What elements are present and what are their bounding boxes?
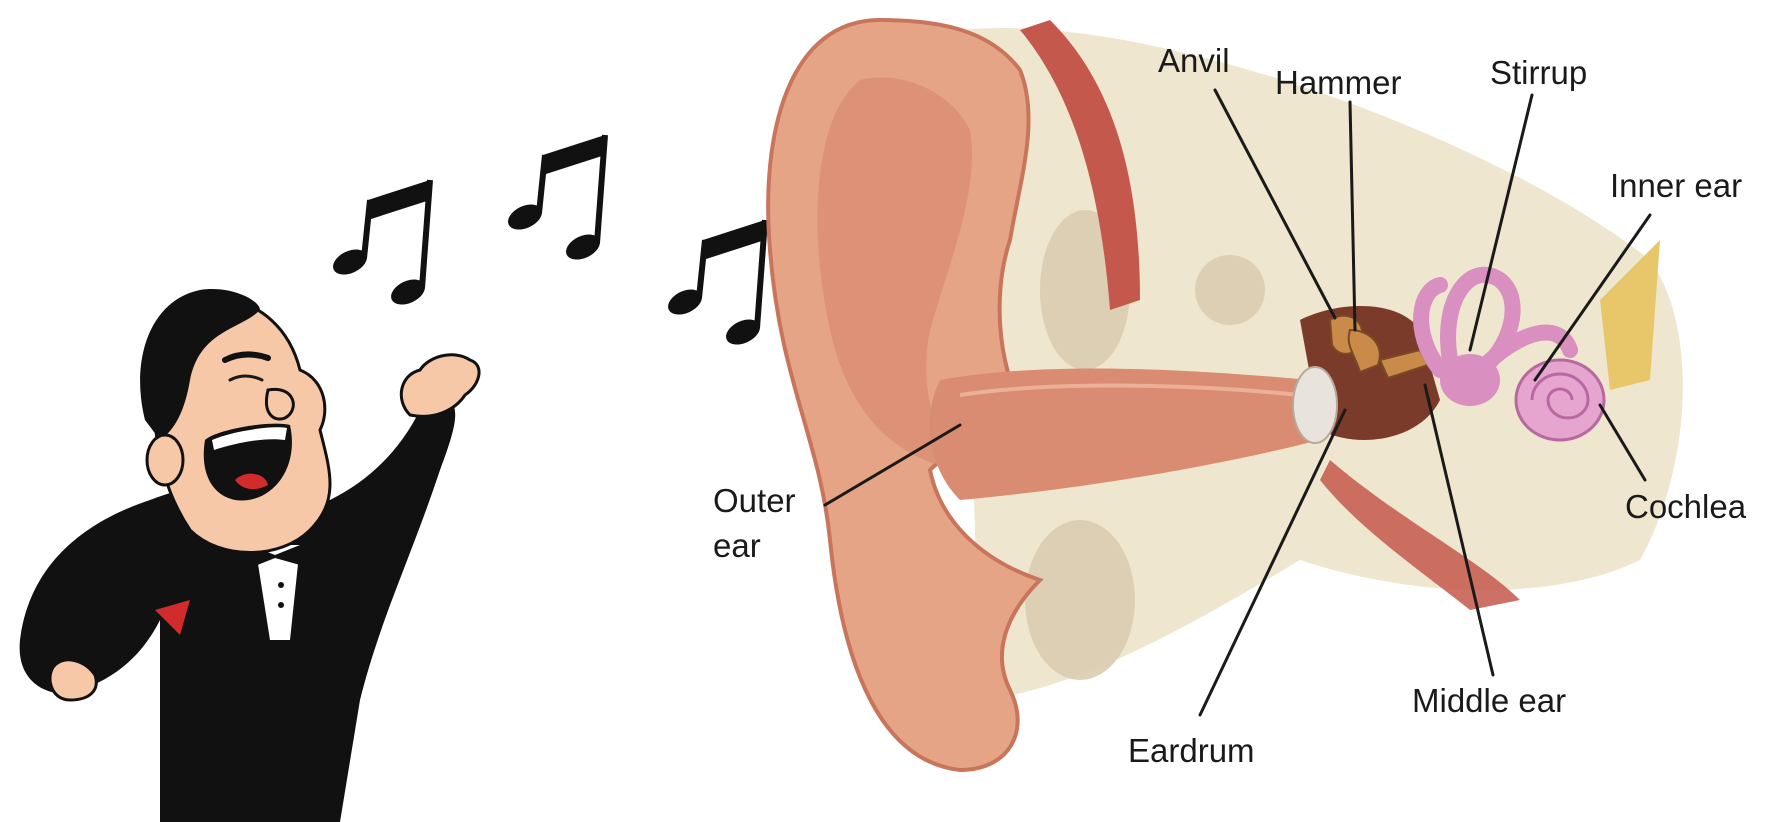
cochlea-structure <box>1516 360 1604 440</box>
label-eardrum: Eardrum <box>1128 732 1255 769</box>
label-cochlea: Cochlea <box>1625 488 1747 525</box>
singer-nose <box>266 389 293 419</box>
ear-anatomy-illustration <box>768 20 1683 770</box>
music-note-icon <box>329 180 430 310</box>
opera-singer-illustration <box>20 289 479 822</box>
label-hammer: Hammer <box>1275 64 1402 101</box>
label-stirrup: Stirrup <box>1490 54 1587 91</box>
label-middle-ear: Middle ear <box>1412 682 1566 719</box>
label-inner-ear: Inner ear <box>1610 167 1742 204</box>
label-outer-ear-line2: ear <box>713 527 761 564</box>
label-anvil: Anvil <box>1158 42 1230 79</box>
music-notes <box>329 135 765 350</box>
singer-raised-hand <box>401 355 479 417</box>
eardrum-membrane <box>1293 367 1337 443</box>
music-note-icon <box>664 220 765 350</box>
music-note-icon <box>504 135 605 265</box>
label-outer-ear-line1: Outer <box>713 482 796 519</box>
